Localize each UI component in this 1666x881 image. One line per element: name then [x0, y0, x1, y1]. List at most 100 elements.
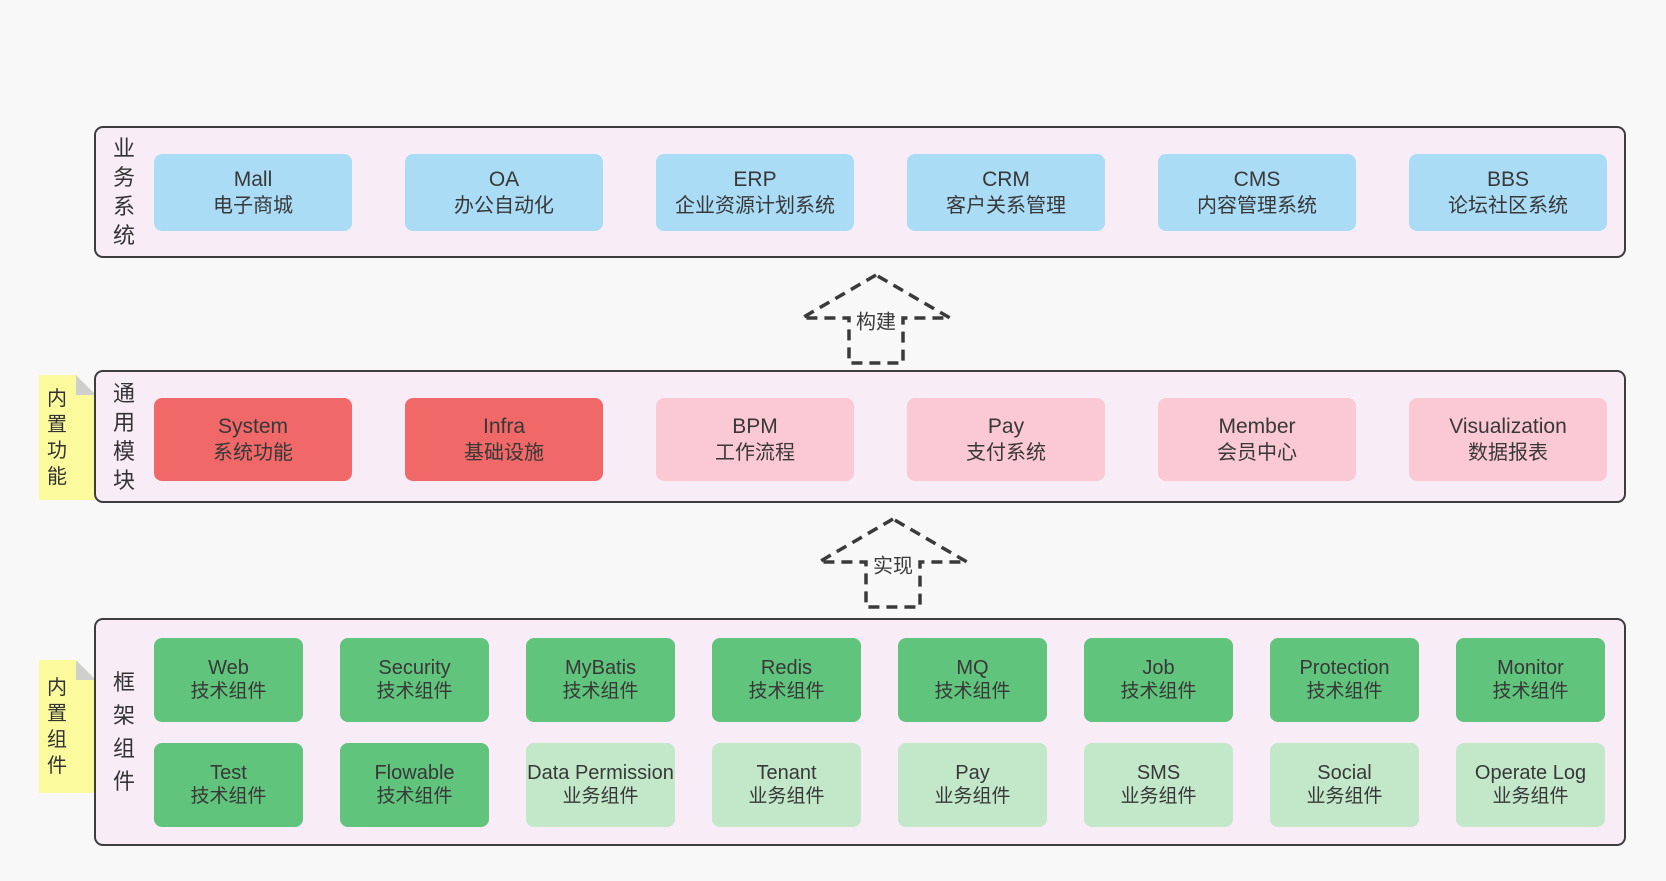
band-row: Web 技术组件 Security 技术组件 MyBatis 技术组件 Redi… [154, 638, 1605, 722]
node-title: Monitor [1497, 657, 1564, 679]
arrow-label: 构建 [854, 305, 898, 335]
band-common-modules: 通用模块 System 系统功能 Infra 基础设施 BPM 工作流程 Pay… [94, 370, 1626, 503]
node-title: Test [210, 762, 247, 784]
sticky-label: 内置功能 [47, 387, 67, 488]
node-subtitle: 技术组件 [748, 681, 825, 702]
node-title: Job [1142, 657, 1175, 679]
node-sms: SMS 业务组件 [1084, 743, 1233, 827]
node-tenant: Tenant 业务组件 [712, 743, 861, 827]
band-row: System 系统功能 Infra 基础设施 BPM 工作流程 Pay 支付系统… [154, 398, 1607, 481]
node-subtitle: 技术组件 [376, 786, 453, 807]
node-subtitle: 电子商城 [213, 194, 293, 217]
node-title: Security [378, 657, 451, 679]
node-title: Member [1218, 414, 1296, 438]
node-title: MQ [956, 657, 989, 679]
node-title: CRM [982, 167, 1030, 191]
node-subtitle: 客户关系管理 [946, 194, 1066, 217]
node-subtitle: 数据报表 [1468, 441, 1548, 464]
node-system: System 系统功能 [154, 398, 352, 481]
node-mall: Mall 电子商城 [154, 154, 352, 231]
node-subtitle: 业务组件 [748, 786, 825, 807]
node-title: MyBatis [564, 657, 637, 679]
node-title: BBS [1486, 167, 1530, 191]
node-subtitle: 技术组件 [1492, 681, 1569, 702]
node-test: Test 技术组件 [154, 743, 303, 827]
node-subtitle: 技术组件 [190, 786, 267, 807]
node-visualization: Visualization 数据报表 [1409, 398, 1607, 481]
node-title: Visualization [1449, 414, 1567, 438]
band-business-systems: 业务系统 Mall 电子商城 OA 办公自动化 ERP 企业资源计划系统 CRM… [94, 126, 1626, 258]
node-subtitle: 技术组件 [1306, 681, 1383, 702]
node-subtitle: 业务组件 [1492, 786, 1569, 807]
node-title: System [217, 414, 288, 438]
node-data-permission: Data Permission 业务组件 [526, 743, 675, 827]
node-title: Pay [987, 414, 1025, 438]
node-cms: CMS 内容管理系统 [1158, 154, 1356, 231]
node-subtitle: 技术组件 [376, 681, 453, 702]
band-label: 业务系统 [112, 136, 135, 248]
node-title: Redis [760, 657, 813, 679]
node-social: Social 业务组件 [1270, 743, 1419, 827]
node-subtitle: 企业资源计划系统 [675, 194, 835, 217]
node-subtitle: 业务组件 [562, 786, 639, 807]
node-title: Tenant [756, 762, 817, 784]
node-erp: ERP 企业资源计划系统 [656, 154, 854, 231]
node-subtitle: 技术组件 [1120, 681, 1197, 702]
node-title: ERP [733, 167, 777, 191]
node-subtitle: 工作流程 [715, 441, 795, 464]
node-title: OA [488, 167, 520, 191]
node-subtitle: 业务组件 [1120, 786, 1197, 807]
node-monitor: Monitor 技术组件 [1456, 638, 1605, 722]
node-title: Social [1317, 762, 1372, 784]
node-subtitle: 技术组件 [562, 681, 639, 702]
node-mq: MQ 技术组件 [898, 638, 1047, 722]
band-label: 框架组件 [112, 670, 135, 794]
node-operate-log: Operate Log 业务组件 [1456, 743, 1605, 827]
node-subtitle: 技术组件 [934, 681, 1011, 702]
dashed-up-arrow-icon [799, 273, 953, 365]
node-security: Security 技术组件 [340, 638, 489, 722]
node-crm: CRM 客户关系管理 [907, 154, 1105, 231]
arrow-label: 实现 [871, 549, 915, 579]
folded-corner-icon [76, 660, 96, 680]
node-subtitle: 业务组件 [934, 786, 1011, 807]
node-title: SMS [1136, 762, 1181, 784]
node-title: Data Permission [527, 762, 674, 784]
node-title: Protection [1299, 657, 1390, 679]
band-row: Mall 电子商城 OA 办公自动化 ERP 企业资源计划系统 CRM 客户关系… [154, 154, 1607, 231]
node-subtitle: 会员中心 [1217, 441, 1297, 464]
node-web: Web 技术组件 [154, 638, 303, 722]
node-member: Member 会员中心 [1158, 398, 1356, 481]
node-title: Flowable [374, 762, 455, 784]
node-subtitle: 论坛社区系统 [1448, 194, 1568, 217]
sticky-built-in-features: 内置功能 [39, 375, 96, 500]
node-protection: Protection 技术组件 [1270, 638, 1419, 722]
node-job: Job 技术组件 [1084, 638, 1233, 722]
band-framework-components: 框架组件 Web 技术组件 Security 技术组件 MyBatis 技术组件… [94, 618, 1626, 846]
node-pay: Pay 支付系统 [907, 398, 1105, 481]
node-subtitle: 支付系统 [966, 441, 1046, 464]
node-flowable: Flowable 技术组件 [340, 743, 489, 827]
node-title: Pay [955, 762, 990, 784]
node-bbs: BBS 论坛社区系统 [1409, 154, 1607, 231]
node-subtitle: 业务组件 [1306, 786, 1383, 807]
node-title: BPM [732, 414, 778, 438]
band-row: Test 技术组件 Flowable 技术组件 Data Permission … [154, 743, 1605, 827]
node-title: Infra [482, 414, 526, 438]
node-mybatis: MyBatis 技术组件 [526, 638, 675, 722]
node-subtitle: 基础设施 [464, 441, 544, 464]
arrow-implement: 实现 [816, 517, 970, 610]
node-title: CMS [1233, 167, 1281, 191]
node-title: Mall [233, 167, 273, 191]
node-subtitle: 系统功能 [213, 441, 293, 464]
band-label: 通用模块 [112, 380, 135, 493]
folded-corner-icon [76, 375, 96, 395]
node-pay-component: Pay 业务组件 [898, 743, 1047, 827]
node-subtitle: 技术组件 [190, 681, 267, 702]
node-title: Web [208, 657, 249, 679]
node-redis: Redis 技术组件 [712, 638, 861, 722]
node-bpm: BPM 工作流程 [656, 398, 854, 481]
node-oa: OA 办公自动化 [405, 154, 603, 231]
node-subtitle: 办公自动化 [454, 194, 554, 217]
